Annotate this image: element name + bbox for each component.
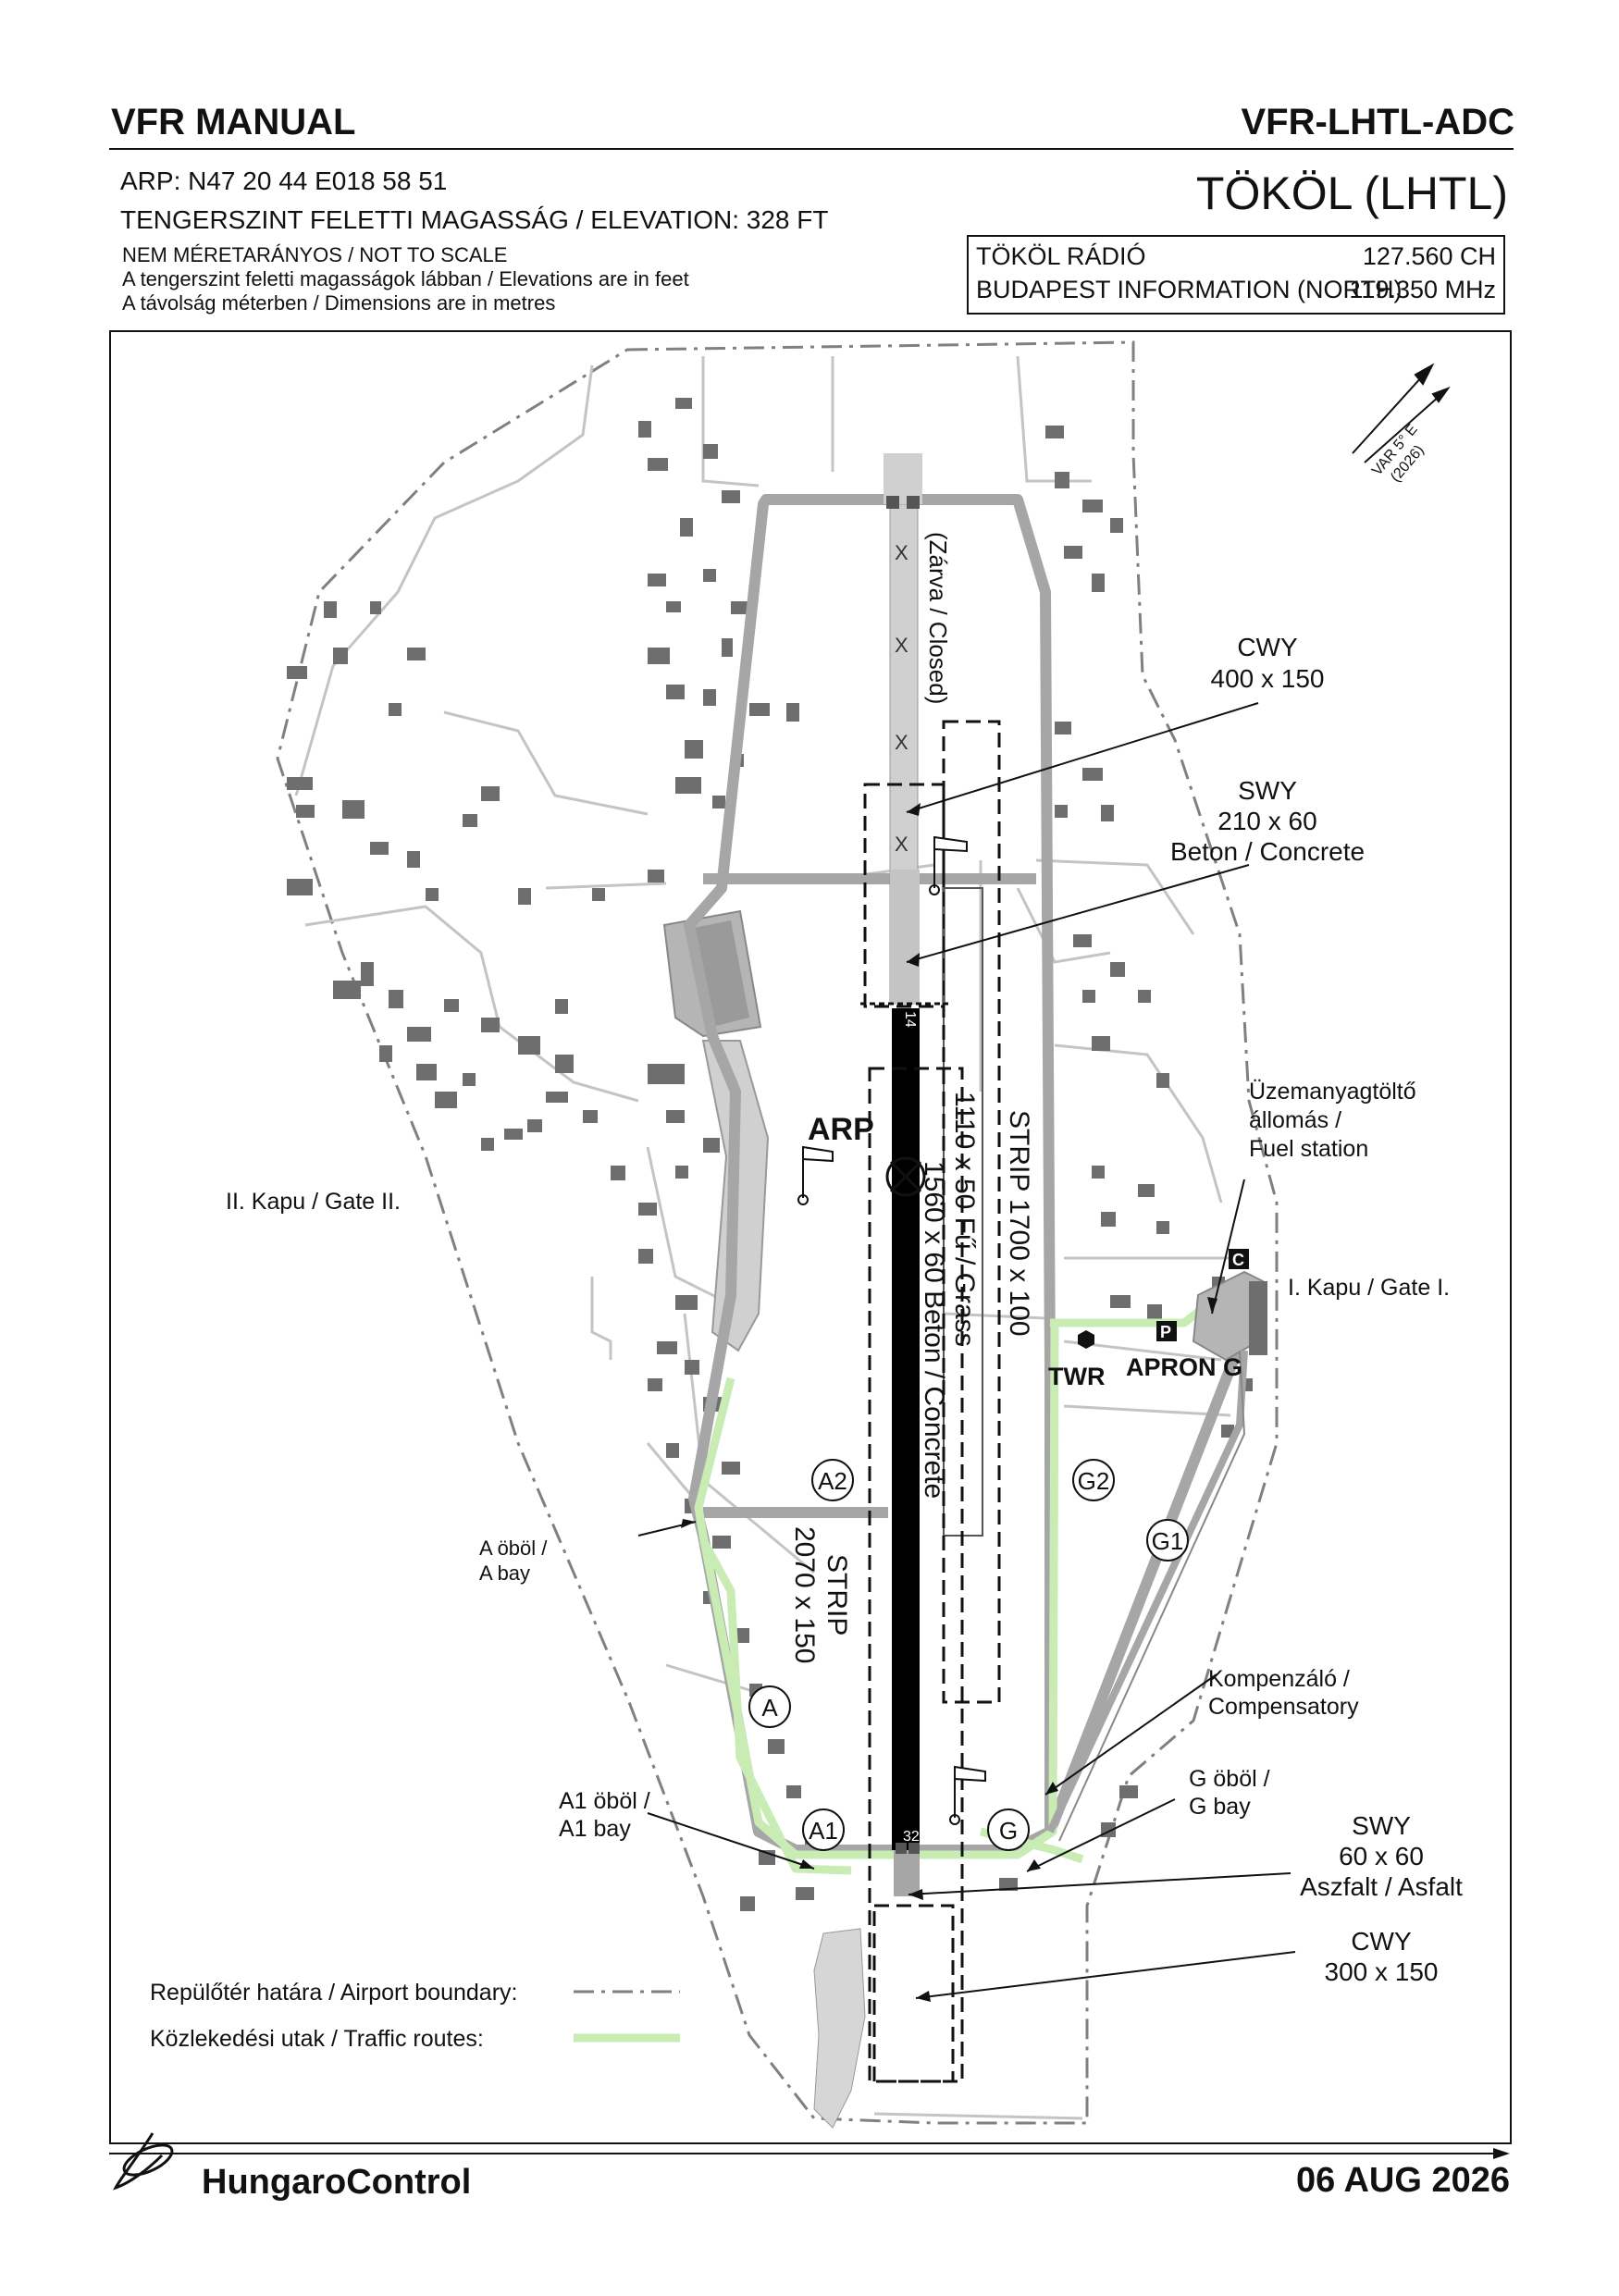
- abay-l2: A bay: [479, 1562, 531, 1585]
- leader-arrowheads: [681, 803, 1217, 2002]
- map-frame: [109, 330, 1512, 2144]
- arp-coordinates: ARP: N47 20 44 E018 58 51: [120, 167, 448, 195]
- elevation-info: TENGERSZINT FELETTI MAGASSÁG / ELEVATION…: [120, 205, 829, 234]
- arp-label: ARP: [808, 1112, 874, 1147]
- hungarocontrol-logo-icon: [113, 2132, 174, 2191]
- strip-east-label: STRIP 1700 x 100: [1004, 1110, 1034, 1337]
- swy-north-label: SWY 210 x 60 Beton / Concrete: [1152, 775, 1383, 867]
- cwy-north-l2: 400 x 150: [1210, 664, 1325, 693]
- header-left: VFR MANUAL: [111, 102, 356, 142]
- p-symbol: P: [1160, 1323, 1171, 1341]
- a1bay-label: A1 öböl / A1 bay: [559, 1787, 650, 1843]
- footer-logo-text: HungaroControl: [202, 2163, 472, 2202]
- freq-name-1: TÖKÖL RÁDIÓ: [976, 242, 1146, 270]
- west-apron-inner: [685, 920, 749, 1027]
- taxiway-labels: [748, 1459, 1189, 1851]
- north-arrow: [1352, 363, 1451, 463]
- swy-north-l2: 210 x 60: [1217, 807, 1317, 835]
- legend-traffic-label: Közlekedési utak / Traffic routes:: [150, 2026, 484, 2052]
- swy-north-l1: SWY: [1238, 776, 1297, 805]
- fuel-l2: állomás /: [1249, 1107, 1342, 1133]
- tower-icon: [1078, 1330, 1094, 1349]
- fuel-l3: Fuel station: [1249, 1136, 1369, 1162]
- freq-name-2: BUDAPEST INFORMATION (NORTH): [976, 276, 1403, 303]
- closed-runway-top: [884, 453, 922, 504]
- c-symbol: C: [1232, 1251, 1244, 1269]
- twy-g-label: G: [999, 1817, 1018, 1845]
- cwy-north-label: CWY 400 x 150: [1203, 632, 1332, 695]
- swy-north: [890, 870, 920, 1004]
- c-symbol-box: [1229, 1249, 1249, 1269]
- swy-south-label: SWY 60 x 60 Aszfalt / Asfalt: [1275, 1810, 1488, 1902]
- twy-a2-label: A2: [818, 1467, 847, 1495]
- abay-l1: A öböl /: [479, 1537, 548, 1560]
- dimension-note: A távolság méterben / Dimensions are in …: [122, 291, 556, 315]
- closed-label: (Zárva / Closed): [924, 532, 952, 704]
- gbay-l1: G öböl /: [1189, 1766, 1270, 1792]
- cwy-south-label: CWY 300 x 150: [1298, 1926, 1465, 1987]
- a1bay-l1: A1 öböl /: [559, 1788, 650, 1814]
- twy-a1-label: A1: [809, 1817, 838, 1845]
- cwy-north-l1: CWY: [1237, 633, 1298, 661]
- freq-value-1: 127.560 CH: [1362, 242, 1496, 270]
- twy-g1-label: G1: [1152, 1527, 1184, 1555]
- strip-west-label-2: 2070 x 150: [789, 1526, 820, 1663]
- svg-text:X: X: [895, 731, 908, 754]
- swy-south: [894, 1850, 920, 1896]
- grass-label: 1110 x 50 Fű / Grass: [949, 1092, 980, 1347]
- swy-south-l3: Aszfalt / Asfalt: [1300, 1872, 1463, 1901]
- strip-west: [868, 1067, 964, 2083]
- twy-a-label: A: [761, 1694, 778, 1722]
- windsock-arp: [797, 1145, 834, 1205]
- svg-text:X: X: [895, 541, 908, 564]
- gbay-l2: G bay: [1189, 1794, 1251, 1820]
- airport-title: TÖKÖL (LHTL): [1195, 167, 1508, 219]
- south-pond: [813, 1928, 866, 2129]
- windsock-south: [949, 1765, 986, 1825]
- swy-south-l2: 60 x 60: [1339, 1842, 1424, 1870]
- windsock-north: [929, 835, 968, 895]
- buildings: [287, 398, 1253, 1911]
- twr-label: TWR: [1048, 1363, 1105, 1390]
- main-runway: [892, 1008, 920, 1850]
- not-to-scale-note: NEM MÉRETARÁNYOS / NOT TO SCALE: [122, 243, 508, 266]
- elevation-note: A tengerszint feletti magasságok lábban …: [122, 267, 689, 290]
- closed-markings: X X X X: [895, 541, 908, 856]
- abay-label: A öböl / A bay: [479, 1536, 547, 1586]
- twy-g2-label: G2: [1078, 1467, 1110, 1495]
- rwy14-label: 14: [902, 1011, 918, 1028]
- runway-label: 1560 x 60 Beton / Concrete: [919, 1161, 949, 1499]
- gate2-label: II. Kapu / Gate II.: [226, 1189, 401, 1215]
- gate1-label: I. Kapu / Gate I.: [1288, 1275, 1451, 1301]
- comp-l1: Kompenzáló /: [1208, 1666, 1350, 1692]
- legend-boundary-label: Repülőtér határa / Airport boundary:: [150, 1980, 518, 2006]
- header-rule: [109, 148, 1514, 150]
- rwy32-label: 32: [903, 1829, 920, 1845]
- fuel-l1: Üzemanyagtöltő: [1249, 1079, 1416, 1105]
- apron-label: APRON G: [1126, 1353, 1242, 1381]
- svg-text:X: X: [895, 833, 908, 856]
- swy-north-l3: Beton / Concrete: [1169, 837, 1366, 866]
- gbay-label: G öböl / G bay: [1189, 1765, 1270, 1821]
- p-symbol-box: [1156, 1321, 1177, 1341]
- footer-date: 06 AUG 2026: [1296, 2161, 1510, 2200]
- freq-value-2: 119.350 MHz: [1349, 276, 1496, 303]
- fuel-station-label: Üzemanyagtöltő állomás / Fuel station: [1249, 1078, 1416, 1164]
- leader-lines: [637, 702, 1296, 1999]
- header-right: VFR-LHTL-ADC: [1241, 102, 1515, 142]
- svg-text:X: X: [895, 634, 908, 657]
- comp-l2: Compensatory: [1208, 1694, 1359, 1720]
- airport-boundary: [276, 340, 1279, 2125]
- a1bay-l2: A1 bay: [559, 1816, 631, 1842]
- cwy-south-l2: 300 x 150: [1324, 1957, 1439, 1986]
- frequency-box: TÖKÖL RÁDIÓ 127.560 CH BUDAPEST INFORMAT…: [967, 235, 1505, 315]
- swy-south-l1: SWY: [1352, 1811, 1411, 1840]
- arp-symbol: [885, 1156, 926, 1197]
- strip-west-label-1: STRIP: [822, 1554, 852, 1636]
- cwy-south-l1: CWY: [1351, 1927, 1412, 1956]
- strip-east: [942, 720, 1001, 1704]
- compensatory-label: Kompenzáló / Compensatory: [1208, 1665, 1359, 1721]
